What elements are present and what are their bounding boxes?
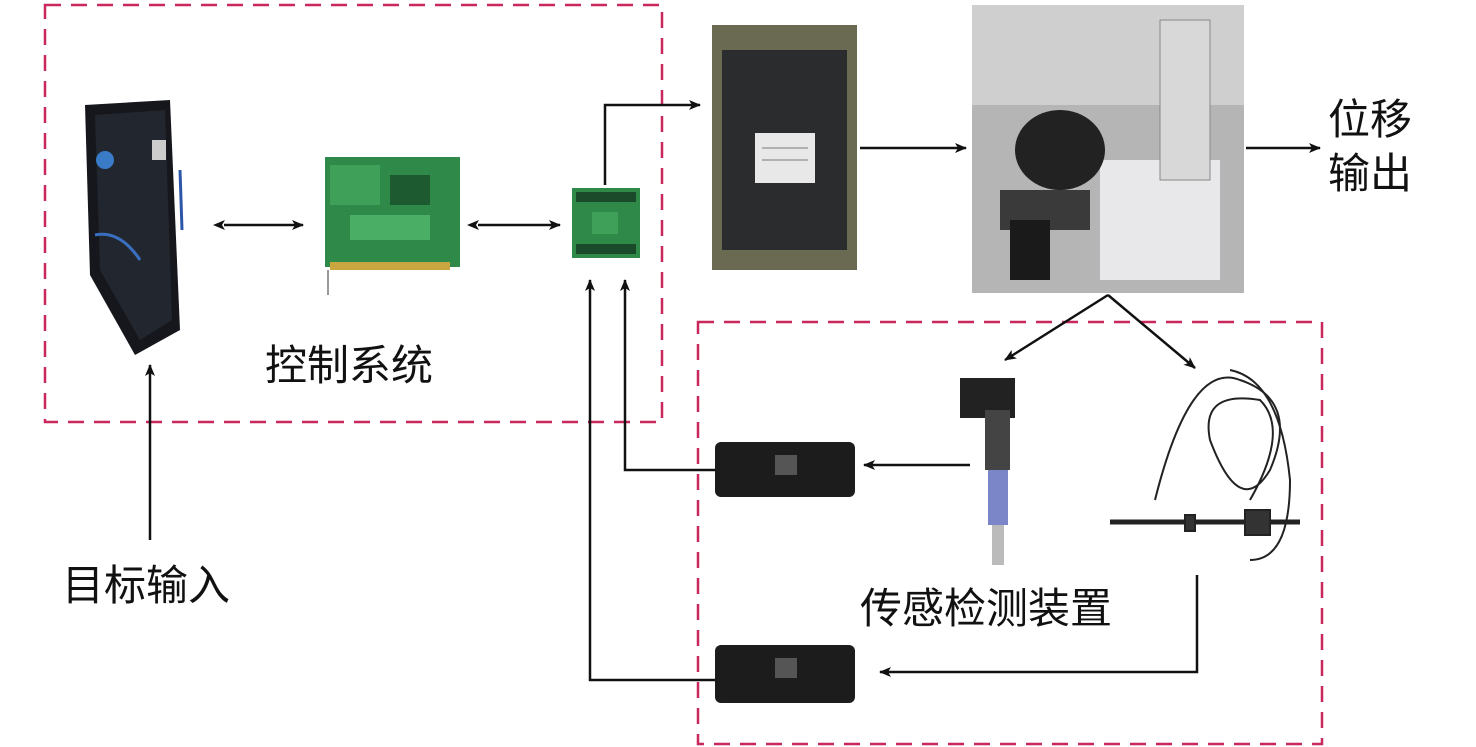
arrow-conditioner2-terminal (585, 279, 715, 682)
arrow-conditioner1-terminal (620, 279, 715, 472)
computer-tower-image (85, 100, 184, 355)
target-input-label: 目标输入 (62, 561, 231, 610)
displacement-output-label-2: 输出 (1328, 149, 1413, 198)
control-system-boundary (43, 3, 664, 424)
arrow-terminal-driver (603, 100, 701, 185)
signal-conditioner-2-image (715, 645, 855, 703)
signal-conditioner-1-image (715, 442, 855, 497)
control-system-label: 控制系统 (265, 341, 434, 390)
pressure-sensor-image (960, 378, 1015, 565)
arrow-actuator-displacement (1107, 294, 1196, 369)
arrow-actuator-pressure (1004, 293, 1109, 362)
terminal-board-image (572, 188, 640, 258)
sensing-device-boundary (696, 320, 1324, 746)
sensing-device-label: 传感检测装置 (860, 584, 1113, 633)
valve-actuator-image (972, 5, 1244, 293)
displacement-output-label-1: 位移 (1328, 95, 1413, 144)
arrow-displacement-conditioner (879, 575, 1199, 677)
servo-driver-image (712, 25, 857, 270)
displacement-sensor-image (1110, 369, 1300, 561)
data-acquisition-card-image (325, 157, 460, 295)
